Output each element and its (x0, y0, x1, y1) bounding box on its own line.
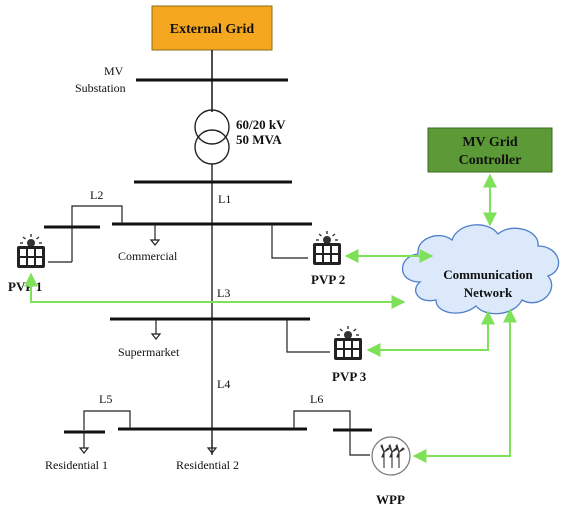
line-label-l1: L1 (218, 192, 231, 206)
transformer-rating: 50 MVA (236, 132, 282, 147)
mv-grid-controller-box (427, 127, 553, 173)
solar-panel-icon (333, 325, 363, 361)
controller-label-1: MV Grid (462, 135, 518, 150)
external-grid-box (151, 5, 273, 51)
solar-panel-icon (16, 233, 46, 269)
pvp2-label: PVP 2 (311, 272, 345, 287)
transformer-voltage: 60/20 kV (236, 117, 286, 132)
residential1-label: Residential 1 (45, 458, 108, 472)
line-label-l4: L4 (217, 377, 230, 391)
controller-label-2: Controller (459, 153, 522, 168)
comm-network-label-2: Network (464, 285, 513, 300)
link-pvp3-cloud (366, 310, 495, 357)
substation-label: Substation (75, 81, 126, 95)
line-label-l3: L3 (217, 286, 230, 300)
commercial-label: Commercial (118, 249, 178, 263)
pvp1-label: PVP 1 (8, 279, 42, 294)
link-wpp-cloud (412, 308, 517, 463)
line-label-l6: L6 (310, 392, 323, 406)
link-pvp1-cloud (24, 272, 406, 309)
wind-turbine-icon (371, 436, 411, 476)
external-grid-label: External Grid (170, 22, 255, 37)
comm-network-label-1: Communication (443, 267, 533, 282)
supermarket-label: Supermarket (118, 345, 180, 359)
line-label-l2: L2 (90, 188, 103, 202)
residential2-label: Residential 2 (176, 458, 239, 472)
mv-label: MV (104, 64, 124, 78)
solar-panel-icon (312, 230, 342, 266)
line-label-l5: L5 (99, 392, 112, 406)
pvp3-label: PVP 3 (332, 369, 367, 384)
wpp-label: WPP (376, 492, 405, 507)
transformer-icon (194, 109, 230, 165)
